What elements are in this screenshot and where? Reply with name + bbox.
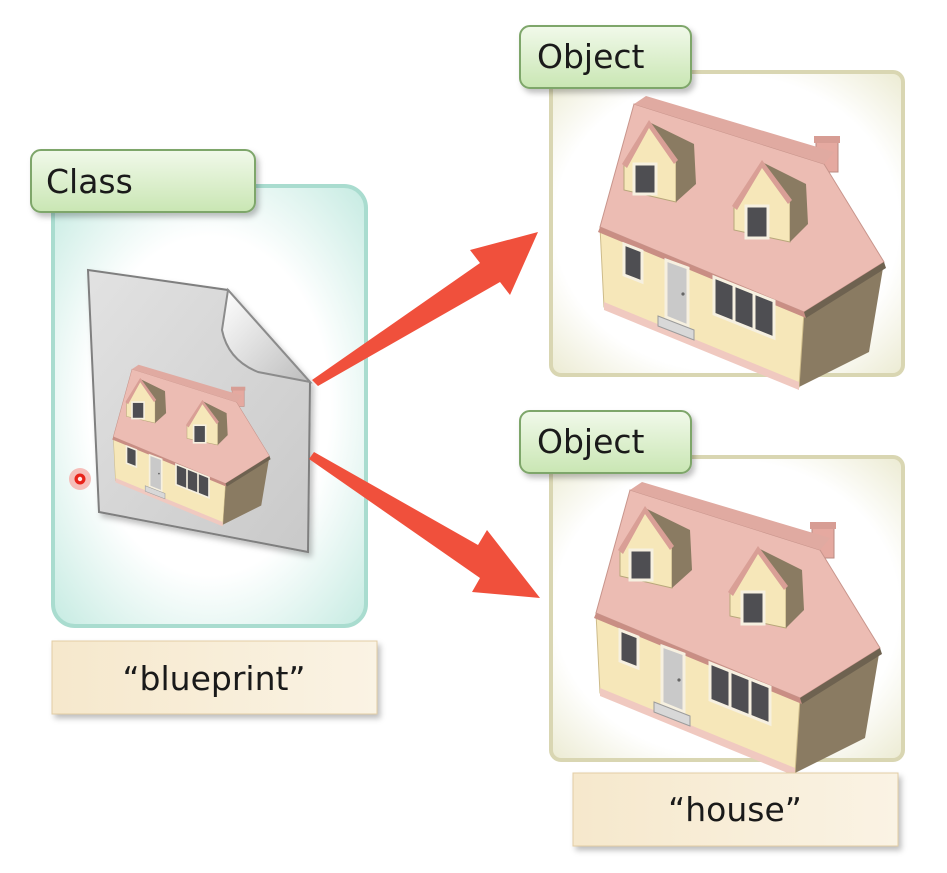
blueprint-caption-text: “blueprint” xyxy=(122,659,305,698)
arrow-icon xyxy=(309,452,540,598)
laser-pointer-icon xyxy=(69,468,91,490)
object-tag-1: Object xyxy=(519,25,692,89)
object-panel-2 xyxy=(549,455,905,778)
house-caption-text: “house” xyxy=(668,790,802,829)
object-tag-label: Object xyxy=(537,37,645,76)
class-panel xyxy=(51,184,368,628)
house-caption: “house” xyxy=(572,772,899,847)
class-tag: Class xyxy=(30,149,256,213)
object-panel-1 xyxy=(549,70,905,392)
class-tag-label: Class xyxy=(46,162,133,201)
blueprint-caption: “blueprint” xyxy=(51,640,378,715)
object-tag-2: Object xyxy=(519,410,692,474)
object-tag-label: Object xyxy=(537,422,645,461)
arrow-icon xyxy=(312,232,538,386)
